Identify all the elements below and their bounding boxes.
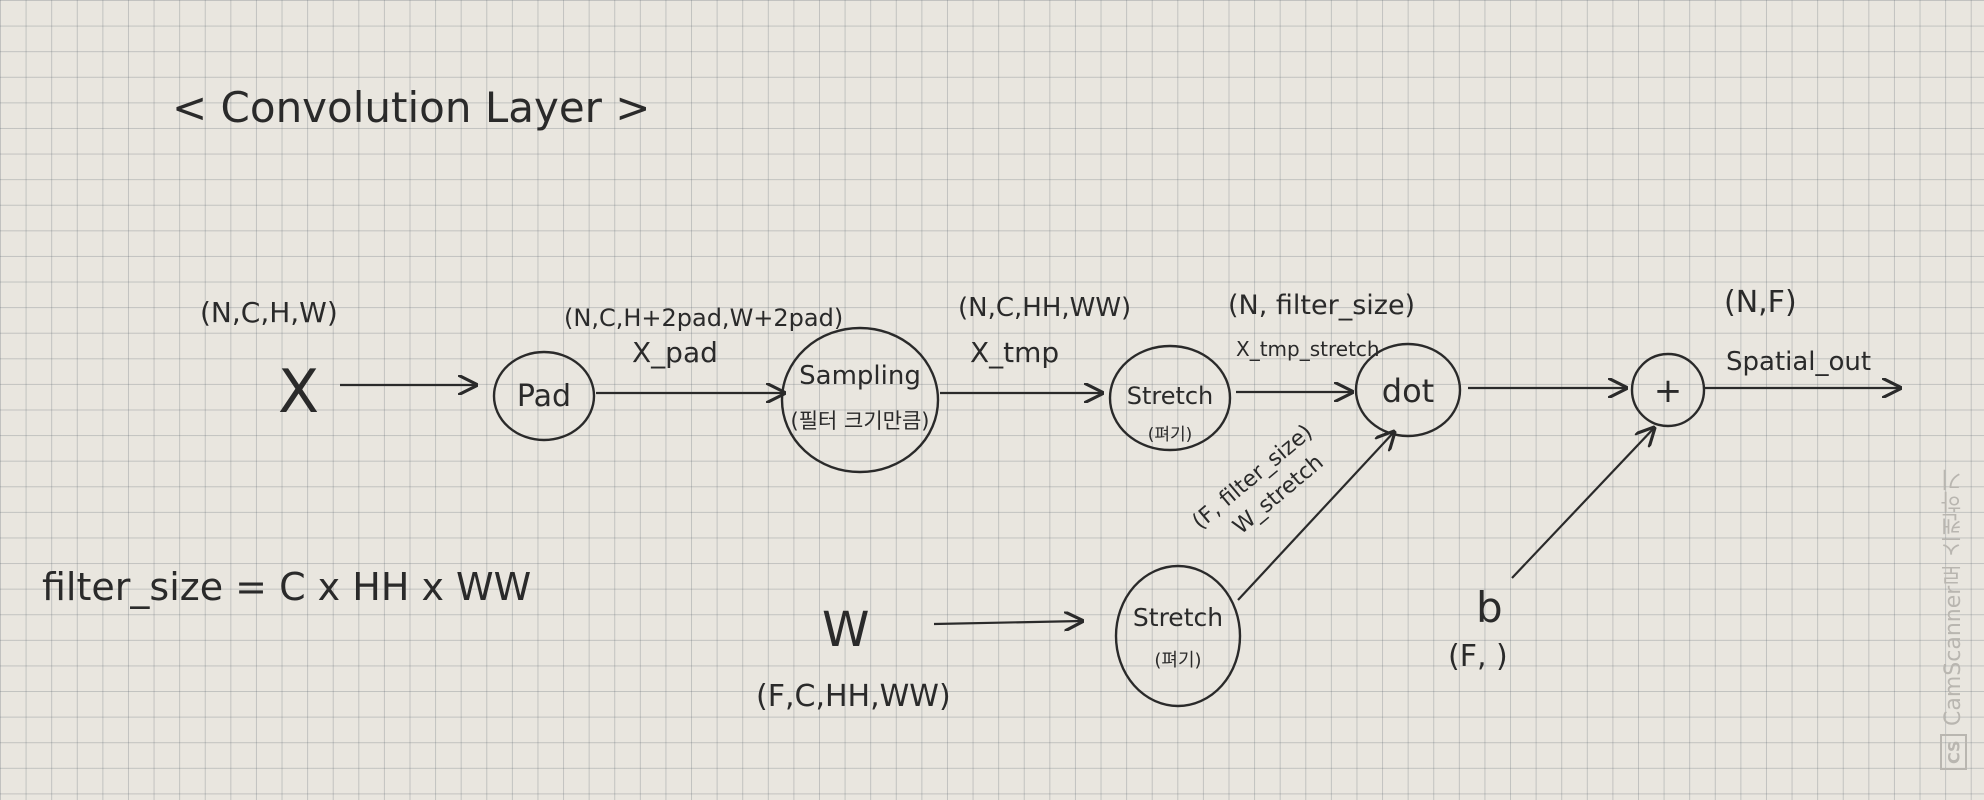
filter-size-formula: filter_size = C x HH x WW — [42, 565, 531, 609]
sampling-node-sublabel: (필터 크기만큼) — [791, 409, 930, 433]
plus-node-label: + — [1654, 371, 1683, 411]
out-name-label: Spatial_out — [1726, 347, 1871, 377]
x-tmp-stretch-name-label: X_tmp_stretch — [1236, 337, 1380, 361]
b-shape-label: (F, ) — [1448, 639, 1508, 674]
x-tmp-name-label: X_tmp — [970, 336, 1059, 369]
x-pad-shape-label: (N,C,H+2pad,W+2pad) — [564, 304, 843, 332]
edge-stretch-w-to-dot — [1237, 432, 1394, 601]
dot-node — [1354, 342, 1462, 438]
out-shape-label: (N,F) — [1724, 285, 1797, 320]
x-pad-name-label: X_pad — [632, 336, 718, 369]
stretch-x-node-label: Stretch — [1127, 382, 1214, 410]
pad-node-label: Pad — [517, 379, 571, 414]
x-tmp-shape-label: (N,C,HH,WW) — [958, 293, 1131, 323]
w-input-symbol: W — [822, 602, 869, 658]
stretch-w-node-label: Stretch — [1133, 603, 1223, 632]
x-tmp-stretch-shape-label: (N, filter_size) — [1228, 290, 1415, 321]
stretch-w-node-sublabel: (펴기) — [1154, 650, 1201, 671]
b-input-symbol: b — [1476, 583, 1503, 632]
x-shape-label: (N,C,H,W) — [200, 296, 338, 329]
stretch-w-node — [1114, 564, 1242, 708]
diagram-title: < Convolution Layer > — [172, 83, 650, 132]
dot-node-label: dot — [1382, 372, 1434, 410]
w-shape-label: (F,C,HH,WW) — [756, 679, 951, 714]
w-stretch-edge-labels: (F, filter_size) W_stretch — [1188, 420, 1329, 540]
sampling-node-label: Sampling — [799, 361, 921, 391]
stretch-x-node — [1108, 344, 1232, 452]
edge-w-to-stretch — [933, 621, 1082, 624]
edge-b-to-plus — [1511, 428, 1654, 579]
pad-node — [492, 350, 596, 442]
x-input-symbol: X — [278, 357, 319, 427]
stretch-x-node-sublabel: (펴기) — [1148, 425, 1193, 445]
camscanner-watermark: CS CamScanner로 스캔하기 — [1938, 410, 1970, 770]
camscanner-logo-icon: CS — [1940, 734, 1968, 770]
sampling-node — [780, 326, 940, 474]
camscanner-watermark-text: CamScanner로 스캔하기 — [1941, 469, 1966, 727]
plus-node — [1630, 352, 1706, 428]
